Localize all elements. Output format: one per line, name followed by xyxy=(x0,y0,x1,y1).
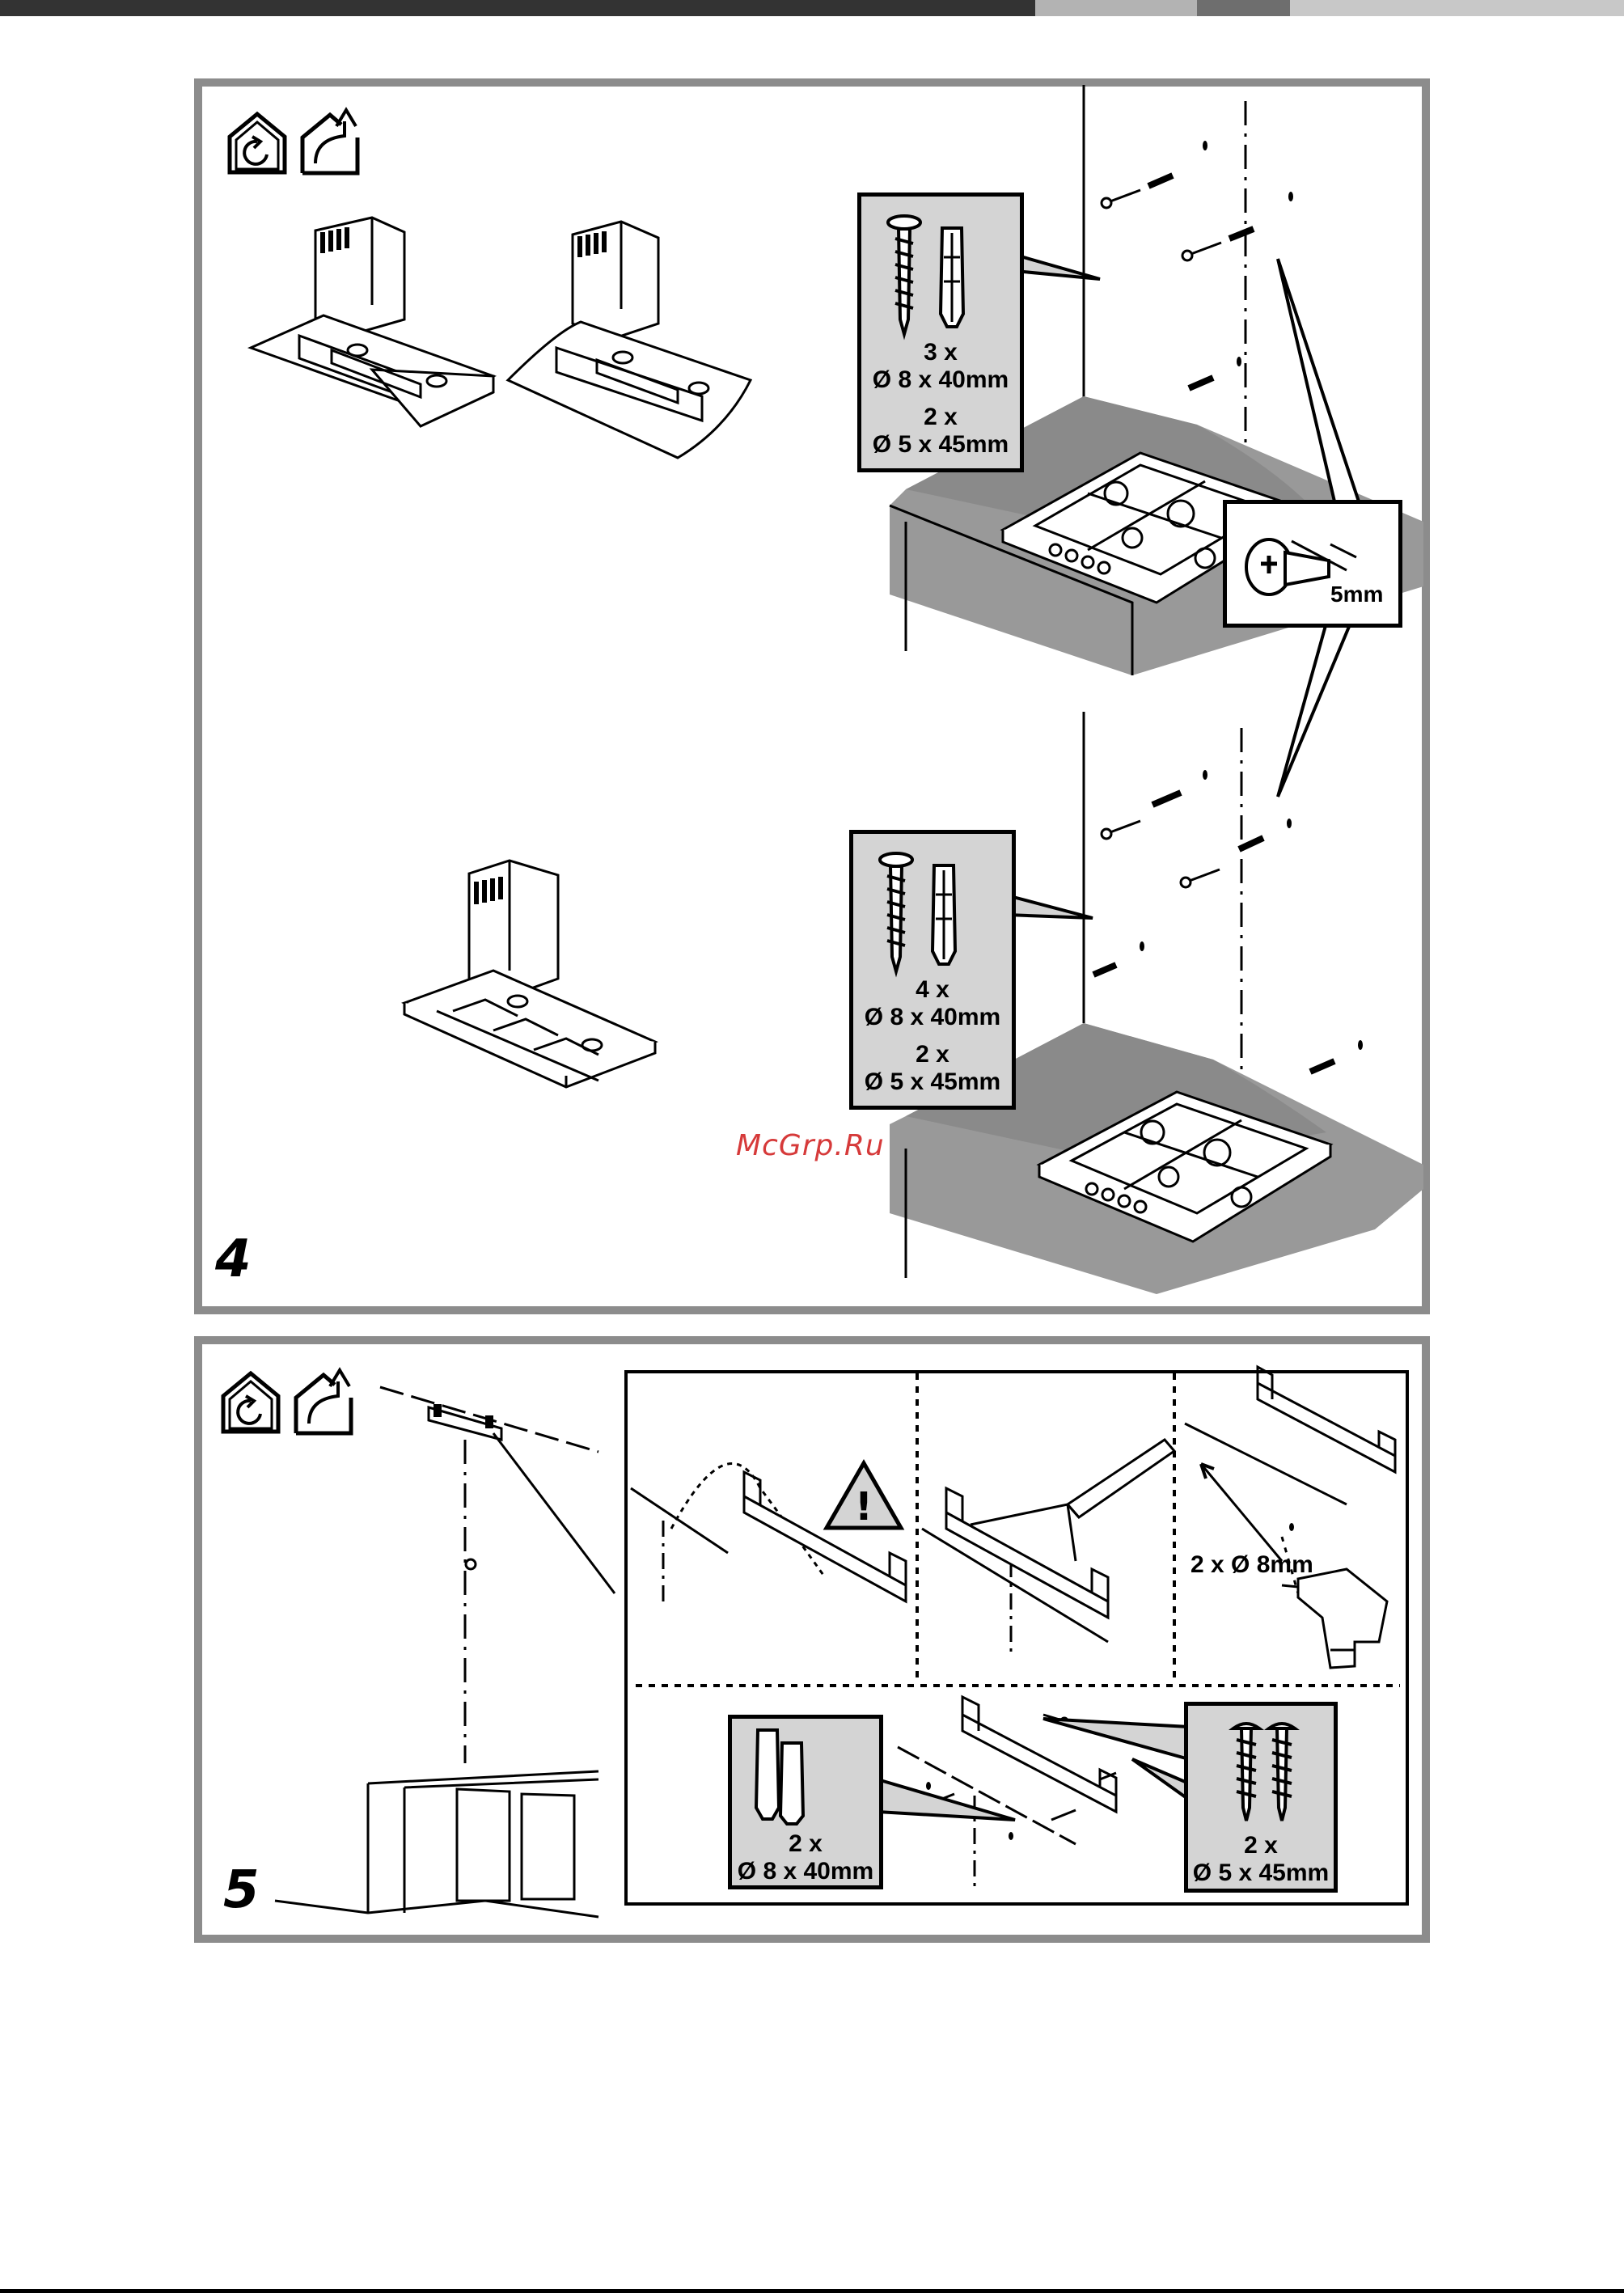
dim-small-screws: Ø 5 x 45mm xyxy=(853,1068,1012,1096)
qty-large-screws: 3 x xyxy=(861,339,1020,366)
drill-holes-label: 2 x Ø 8mm xyxy=(1191,1551,1313,1579)
hood-flat-glass xyxy=(251,214,501,457)
dim-wall-plugs: Ø 8 x 40mm xyxy=(732,1858,879,1885)
qty-small-screws: 2 x xyxy=(861,404,1020,431)
dim-large-screws: Ø 8 x 40mm xyxy=(853,1004,1012,1031)
step-4-number: 4 xyxy=(215,1229,252,1289)
dim-large-screws: Ø 8 x 40mm xyxy=(861,366,1020,394)
screw-callout-pointer xyxy=(1035,1711,1197,1808)
wall-plug-icon xyxy=(753,1727,810,1824)
screw-icon xyxy=(876,852,916,973)
plug-callout: 2 x Ø 8 x 40mm xyxy=(728,1715,883,1889)
wall-plug-icon xyxy=(928,862,960,967)
qty-small-screws: 2 x xyxy=(853,1041,1012,1068)
plug-callout-pointer xyxy=(878,1755,1023,1836)
screw-icon xyxy=(884,214,924,336)
bottom-rule xyxy=(0,2289,1624,2293)
watermark: McGrp.Ru xyxy=(736,1129,885,1162)
hood-box xyxy=(404,857,663,1116)
qty-wall-plugs: 2 x xyxy=(732,1830,879,1858)
top-color-bar xyxy=(0,0,1624,16)
callout-top-pointer xyxy=(1015,239,1112,287)
recirculation-house-icon xyxy=(225,109,290,174)
dim-small-screws: Ø 5 x 45mm xyxy=(861,431,1020,459)
screw-gap-detail: 5mm xyxy=(1223,500,1402,628)
fixings-callout-bottom: 4 x Ø 8 x 40mm 2 x Ø 5 x 45mm xyxy=(849,830,1016,1110)
marking-panel xyxy=(922,1432,1181,1666)
kitchen-wall-scene xyxy=(275,1375,631,1933)
qty-fixing-screws: 2 x xyxy=(1188,1832,1334,1859)
wall-plug-icon xyxy=(936,225,968,330)
exhaust-house-icon xyxy=(298,104,367,175)
drilling-panel xyxy=(1177,1375,1411,1690)
qty-large-screws: 4 x xyxy=(853,976,1012,1004)
dim-fixing-screws: Ø 5 x 45mm xyxy=(1188,1859,1334,1887)
gap-5mm-label: 5mm xyxy=(1330,582,1383,607)
screw-callout: 2 x Ø 5 x 45mm xyxy=(1184,1702,1338,1893)
callout-bottom-pointer xyxy=(1007,886,1104,934)
screw-icon xyxy=(1229,1719,1301,1824)
warning-icon: ! xyxy=(823,1460,904,1531)
fixings-callout-top: 3 x Ø 8 x 40mm 2 x Ø 5 x 45mm xyxy=(857,192,1024,472)
hood-curved-glass xyxy=(508,218,759,469)
recirculation-house-icon xyxy=(218,1369,283,1433)
step-5-number: 5 xyxy=(223,1860,260,1920)
warning-symbol: ! xyxy=(855,1484,873,1529)
